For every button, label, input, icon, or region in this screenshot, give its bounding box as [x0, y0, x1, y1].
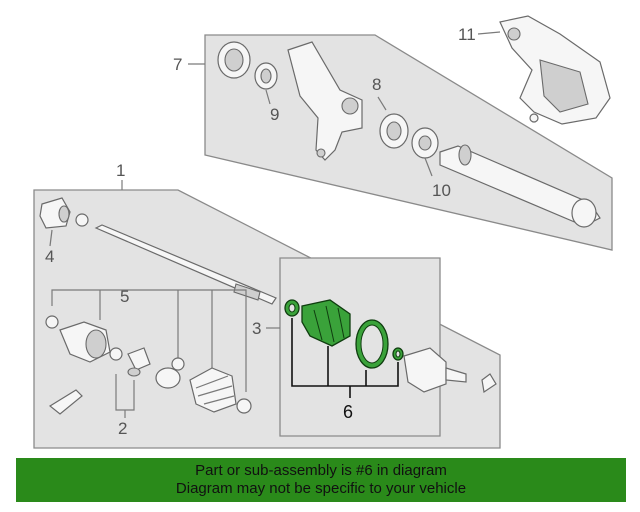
callout-5: 5 — [120, 287, 129, 306]
inner-joint-housing — [45, 315, 111, 363]
part-6-outer-boot — [301, 299, 351, 347]
callout-8: 8 — [372, 75, 381, 94]
part-6-small-ring — [392, 347, 404, 361]
banner-line-2: Diagram may not be specific to your vehi… — [175, 480, 467, 497]
info-banner: Part or sub-assembly is #6 in diagram Di… — [16, 458, 626, 502]
intermediate-shaft-part — [439, 145, 601, 227]
part-9-ring — [254, 62, 278, 90]
spider-parts — [109, 347, 151, 377]
callout-9: 9 — [270, 105, 279, 124]
part-6-small-clamp — [284, 299, 300, 317]
part-11-bracket: 11 — [458, 15, 611, 125]
callout-4: 4 — [45, 247, 54, 266]
part-3-inset-panel: 3 6 — [252, 257, 441, 437]
inner-clamp-parts — [155, 357, 185, 389]
callout-3: 3 — [252, 319, 261, 338]
callout-7: 7 — [173, 55, 182, 74]
callout-2: 2 — [118, 419, 127, 438]
callout-10: 10 — [432, 181, 451, 200]
part-6-large-clamp — [355, 319, 389, 369]
part-4-dust-boot: 4 — [39, 197, 89, 266]
support-bracket-part — [287, 41, 363, 161]
seal-ring-part — [217, 41, 251, 79]
part-10-seal — [411, 127, 439, 159]
callout-6: 6 — [343, 402, 353, 422]
callout-11: 11 — [458, 25, 476, 44]
parts-diagram: 7 8 9 10 11 1 4 5 — [33, 15, 613, 449]
callout-1: 1 — [116, 161, 125, 180]
clip-part — [48, 389, 83, 415]
inner-boot-part — [189, 367, 252, 414]
part-8-bearing — [379, 113, 409, 149]
upper-assembly-panel: 7 8 9 10 — [173, 34, 613, 251]
outer-joint-part — [403, 347, 497, 394]
lower-assembly-panel: 1 4 5 — [33, 161, 501, 449]
banner-line-1: Part or sub-assembly is #6 in diagram — [195, 462, 447, 479]
drive-shaft-part — [94, 224, 277, 305]
